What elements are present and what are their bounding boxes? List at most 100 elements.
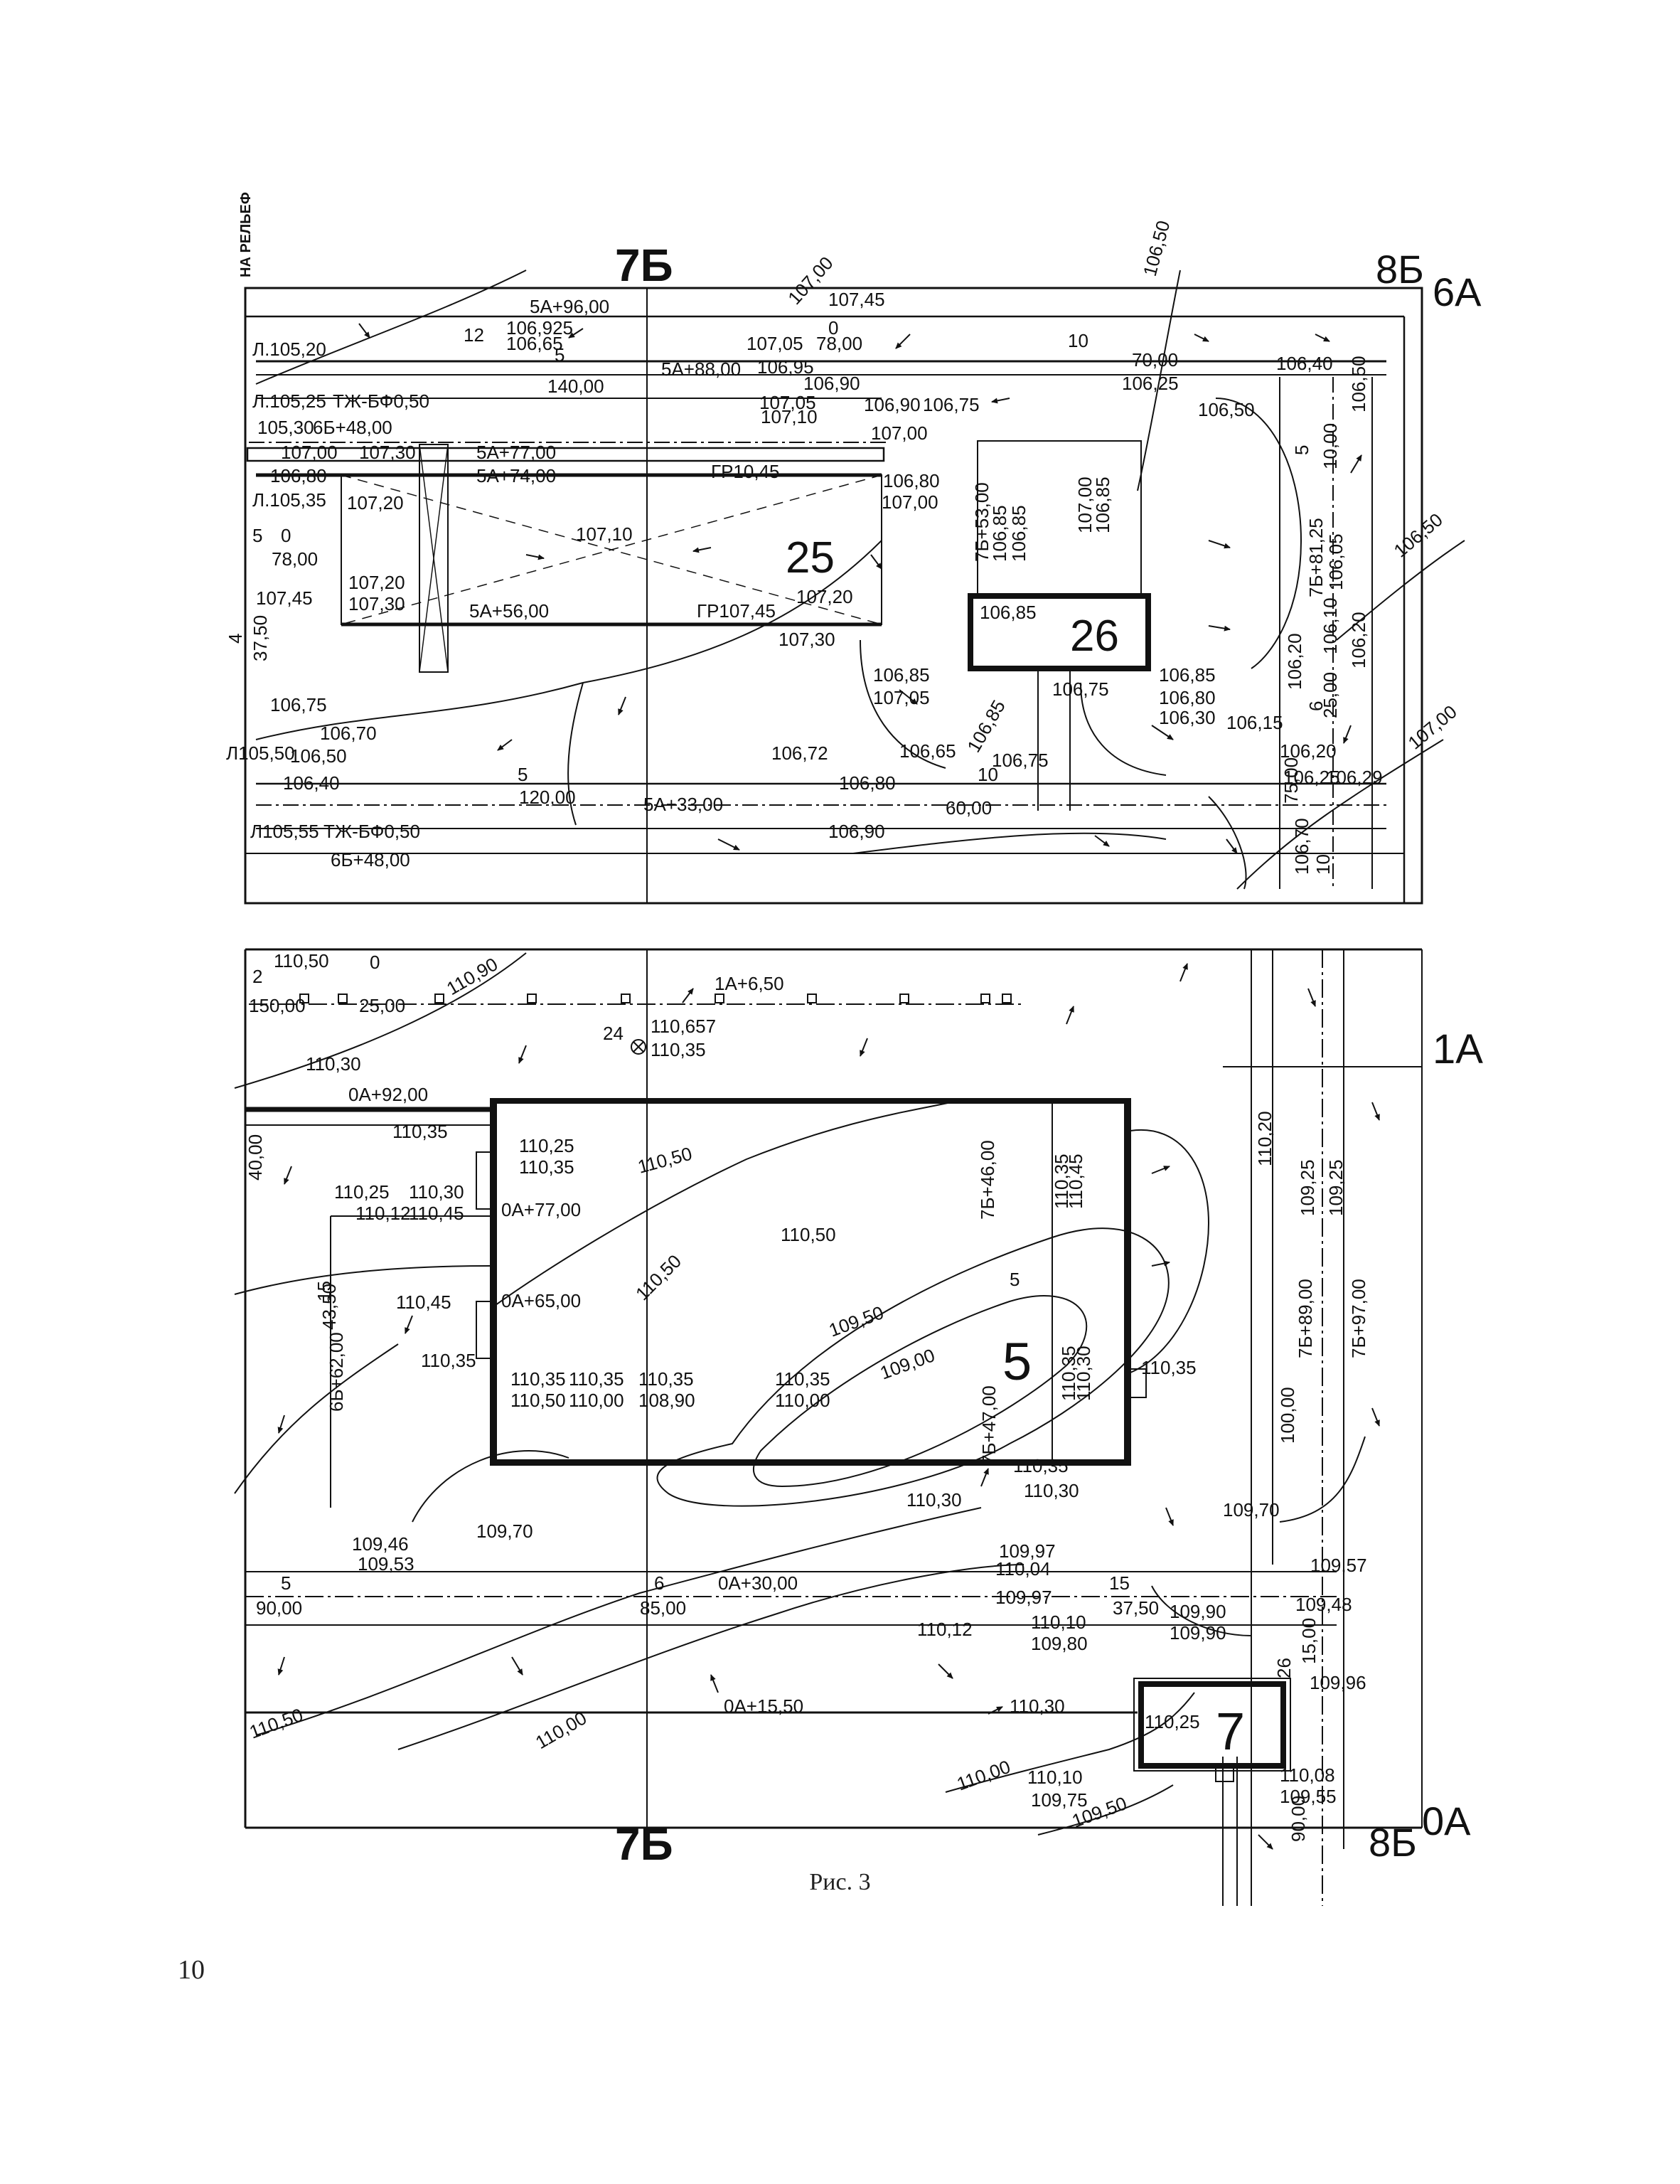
bottom-elevation-label: 110,35 (519, 1156, 574, 1178)
top-elevation-label: 10 (1068, 330, 1088, 351)
top-elevation-label: 106,50 (1198, 399, 1255, 420)
building-7-number: 7 (1216, 1702, 1245, 1761)
bottom-elevation-label: 110,35 (392, 1121, 448, 1142)
bottom-elevation-label: 25,00 (359, 995, 405, 1016)
bottom-elevation-label: 109,80 (1031, 1633, 1088, 1654)
bottom-elevation-label: 110,00 (569, 1390, 624, 1411)
top-elevation-label: 10 (978, 764, 998, 785)
bottom-elevation-label: 110,35 (1051, 1154, 1072, 1209)
bottom-elevation-label: 109,55 (1280, 1786, 1337, 1807)
top-elevation-label: 106,925 (506, 317, 573, 339)
top-elevation-label: 0 (828, 317, 838, 339)
bottom-elevation-label: 0 (370, 952, 380, 973)
bottom-elevation-label: 15,00 (1298, 1618, 1320, 1664)
bottom-elevation-label: 110,50 (781, 1224, 836, 1245)
top-elevation-label: Л105,50 (226, 742, 295, 764)
building-26 (968, 440, 1151, 811)
building-7 (1133, 1678, 1291, 1782)
bottom-elevation-label: 7Б+47,00 (978, 1385, 1000, 1465)
bottom-axis-1a: 1А (1433, 1026, 1483, 1072)
bottom-elevation-label: 110,30 (1073, 1346, 1094, 1401)
top-elevation-label: 107,20 (347, 492, 404, 513)
top-elevation-label: 106,30 (1159, 707, 1216, 728)
bottom-elevation-label: 110,50 (631, 1250, 685, 1304)
bottom-elevation-label: 6Б+62,00 (326, 1332, 347, 1412)
top-elevation-label: 106,10 (1320, 597, 1341, 654)
top-elevation-label: 120,00 (519, 787, 576, 808)
top-elevation-label: 106,70 (320, 723, 377, 744)
bottom-elevation-label: 110,657 (651, 1016, 716, 1037)
bottom-elevation-label: 110,10 (1027, 1767, 1083, 1788)
top-elevation-label: 106,90 (828, 821, 885, 842)
top-elevation-label: 107,00 (1074, 476, 1096, 533)
top-elevation-label: 106,15 (1226, 712, 1283, 733)
bottom-elevation-label: 110,45 (396, 1291, 451, 1313)
top-elevation-label: 5 (252, 525, 262, 546)
top-elevation-label: 106,29 (1326, 767, 1383, 788)
top-elevation-label: 106,80 (270, 465, 327, 486)
top-corner-axis-2: 6А (1433, 270, 1482, 314)
top-elevation-label: 70,00 (1132, 349, 1178, 371)
bottom-elevation-label: 109,53 (358, 1553, 414, 1575)
top-elevation-label: 106,20 (1280, 740, 1337, 762)
top-elevation-label: Л.105,20 (252, 339, 326, 360)
bottom-elevation-label: 110,90 (443, 953, 501, 999)
top-elevation-label: 106,25 (1122, 373, 1179, 394)
lighting-poles (299, 994, 1012, 1003)
bottom-corner-axis-1: 8Б (1369, 1820, 1417, 1865)
top-elevation-label: 106,50 (1348, 356, 1369, 412)
top-elevation-label: 106,50 (1139, 218, 1175, 279)
bottom-elevation-label: 5 (1010, 1269, 1020, 1290)
top-elevation-label: 6Б+48,00 (313, 417, 392, 438)
bottom-elevation-label: 110,30 (306, 1053, 361, 1075)
bottom-elevation-label: 109,48 (1295, 1594, 1352, 1615)
top-elevation-label: 106,20 (1348, 612, 1369, 668)
top-elevation-label: 60,00 (946, 797, 992, 819)
top-elevation-label: 106,85 (1008, 505, 1029, 562)
bottom-elevation-label: 6 (654, 1572, 664, 1594)
bottom-elevation-label: 110,25 (519, 1135, 574, 1156)
top-elevation-label: 106,80 (839, 772, 896, 794)
top-elevation-label: 106,50 (290, 745, 347, 767)
top-axis-label: 7Б (615, 240, 673, 291)
bottom-elevation-label: 110,35 (1013, 1455, 1069, 1476)
bottom-elevation-label: 7Б+89,00 (1295, 1279, 1316, 1358)
top-elevation-label: 5 (518, 764, 528, 785)
bottom-elevation-label: 43,50 (319, 1284, 340, 1330)
top-elevation-label: 12 (464, 324, 484, 346)
top-elevation-label: 10,00 (1320, 423, 1341, 469)
top-elevation-label: 107,45 (256, 587, 313, 609)
bottom-elevation-label: 109,46 (352, 1533, 409, 1555)
top-elevation-label: ТЖ-БФ0,50 (323, 821, 420, 842)
bottom-elevation-label: 110,50 (636, 1143, 695, 1178)
top-elevation-label: 106,40 (1276, 353, 1333, 374)
top-elevation-label: 106,80 (1159, 687, 1216, 708)
top-elevation-label: 106,85 (873, 664, 930, 686)
top-elevation-label: 107,05 (747, 333, 803, 354)
bottom-elevation-label: 90,00 (1288, 1796, 1309, 1842)
top-elevation-label: ГР10,45 (711, 461, 779, 482)
top-elevation-label: 0 (281, 525, 291, 546)
top-elevation-label: 107,30 (779, 629, 835, 650)
bottom-elevation-label: 109,50 (826, 1301, 887, 1341)
bottom-elevation-label: 110,35 (638, 1368, 694, 1390)
bottom-elevation-label: 110,00 (532, 1707, 590, 1753)
top-elevation-label: 5 (1291, 445, 1312, 455)
top-elevation-label: 106,85 (989, 505, 1010, 562)
top-elevation-label: 7Б+53,00 (971, 482, 993, 562)
building-25-number: 25 (786, 533, 835, 582)
bottom-elevation-label: 109,96 (1310, 1672, 1366, 1693)
top-elevation-label: 107,30 (359, 442, 416, 463)
top-elevation-label: 105,30 (257, 417, 314, 438)
bottom-elevation-label: 110,00 (775, 1390, 830, 1411)
bottom-elevation-label: 110,50 (247, 1704, 306, 1743)
top-elevation-label: 106,50 (1390, 508, 1447, 561)
bottom-elevation-label: 109,25 (1297, 1159, 1318, 1216)
bottom-elevation-label: 0А+65,00 (501, 1290, 581, 1311)
top-elevation-label: 5А+77,00 (476, 442, 556, 463)
top-elevation-label: 106,75 (923, 394, 980, 415)
top-elevation-label: 107,05 (759, 392, 816, 413)
top-elevation-label: 106,85 (1159, 664, 1216, 686)
